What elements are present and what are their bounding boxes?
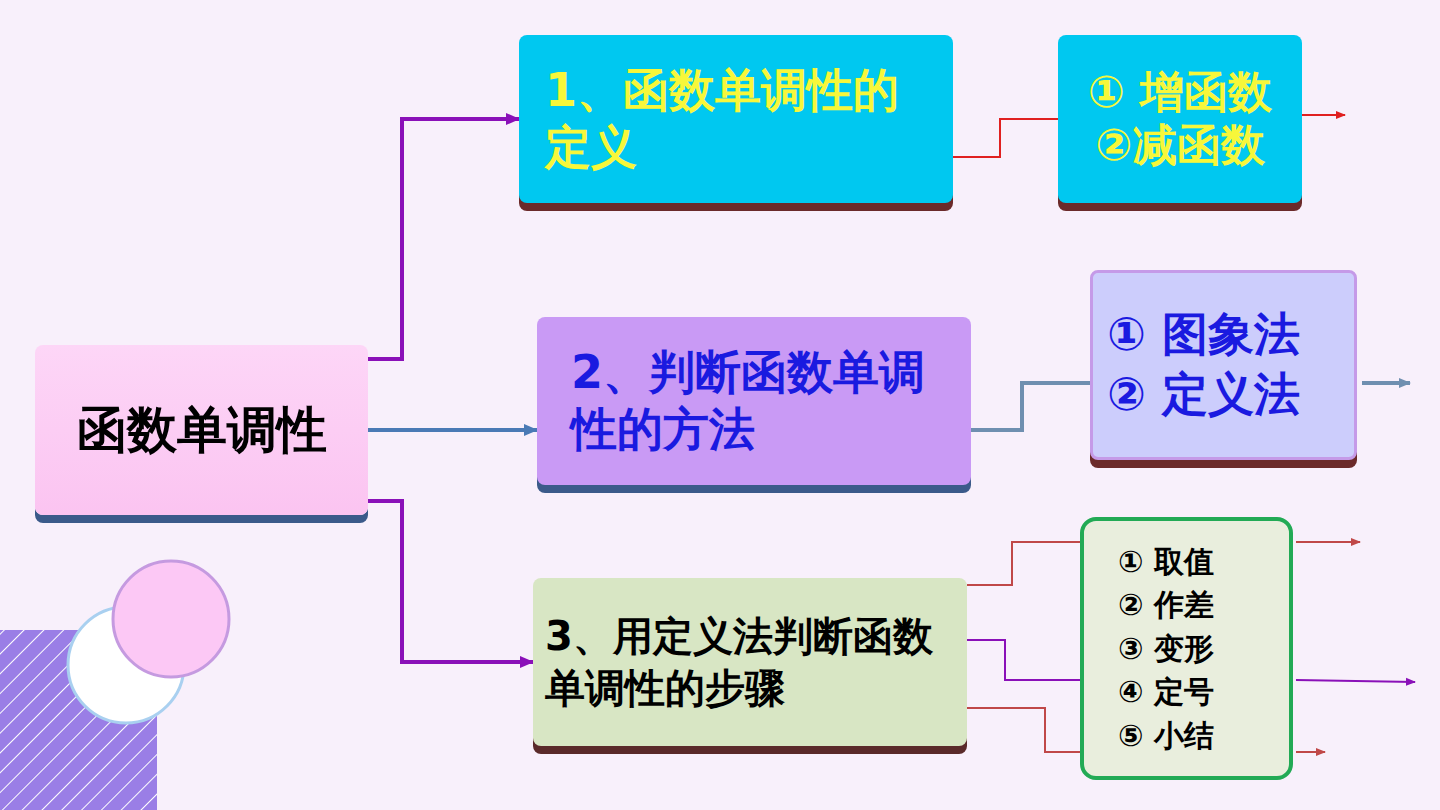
node-text: 2、判断函数单调性的方法 [571,344,937,459]
node-text: ②减函数 [1072,119,1288,172]
node-text: ① 图象法 [1107,305,1340,365]
connector [368,119,519,359]
topic-box: 2、判断函数单调性的方法 [537,317,971,485]
outgoing-arrow [1296,680,1415,682]
detail-box: ① 增函数②减函数 [1058,35,1302,203]
connector [971,383,1090,430]
node-text: ② 作差 [1118,583,1255,627]
outgoing-arrow [1302,114,1345,116]
detail-box: ① 图象法② 定义法 [1090,270,1357,460]
topic-box: 1、函数单调性的定义 [519,35,953,203]
outgoing-arrow [1296,751,1325,753]
node-text: 1、函数单调性的定义 [545,62,927,177]
connector [967,640,1080,680]
connector [967,708,1080,752]
root-box: 函数单调性 [35,345,368,515]
connector [953,119,1058,157]
steps-box: ① 取值② 作差③ 变形④ 定号⑤ 小结 [1080,517,1293,780]
topic-box: 3、用定义法判断函数单调性的步骤 [533,578,967,746]
node-text: 3、用定义法判断函数单调性的步骤 [545,610,955,714]
node-text: 函数单调性 [49,400,354,460]
node-text: ① 取值 [1118,540,1255,584]
outgoing-arrow [1362,381,1410,385]
connector [967,542,1080,585]
connector [368,428,537,432]
node-text: ⑤ 小结 [1118,714,1255,758]
connector [368,501,533,662]
pink-circle [113,561,229,677]
node-text: ① 增函数 [1072,66,1288,119]
node-text: ④ 定号 [1118,670,1255,714]
node-text: ③ 变形 [1118,627,1255,671]
node-text: ② 定义法 [1107,365,1340,425]
outgoing-arrow [1296,541,1360,543]
